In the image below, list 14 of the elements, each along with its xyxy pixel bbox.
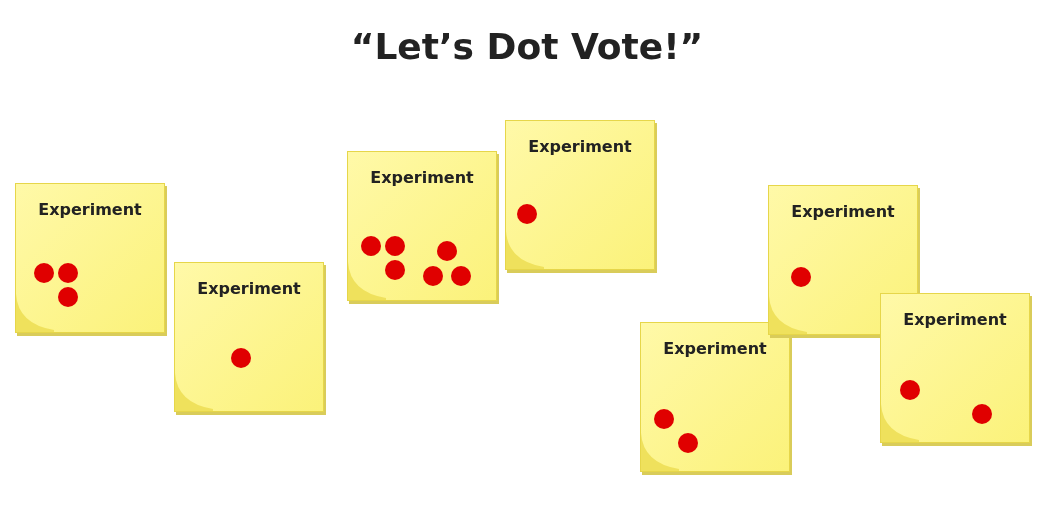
note-label: Experiment <box>790 202 896 221</box>
note-label: Experiment <box>902 310 1008 329</box>
note-label: Experiment <box>196 279 302 298</box>
sticky-note <box>15 183 165 333</box>
sticky-note <box>505 120 655 270</box>
title: “Let’s Dot Vote!” <box>350 26 704 67</box>
sticky-note <box>347 151 497 301</box>
sticky-note <box>640 322 790 472</box>
note-label: Experiment <box>369 168 475 187</box>
note-label: Experiment <box>37 200 143 219</box>
sticky-note <box>174 262 324 412</box>
note-label: Experiment <box>662 339 768 358</box>
sticky-note <box>880 293 1030 443</box>
note-label: Experiment <box>527 137 633 156</box>
